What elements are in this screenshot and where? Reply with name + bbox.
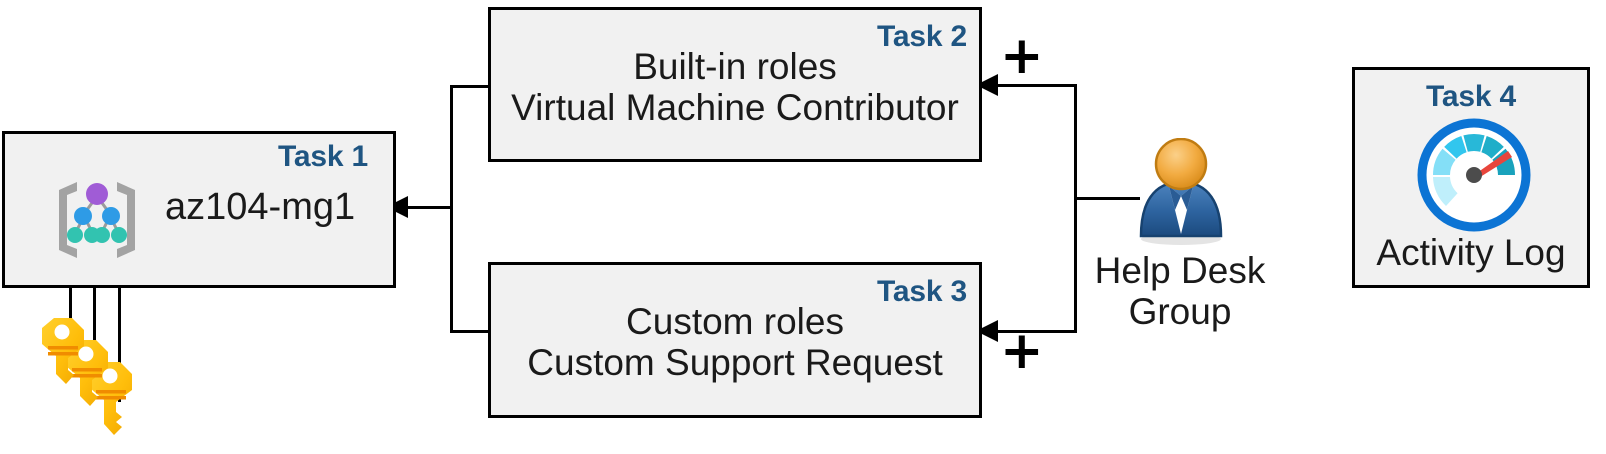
task-4-label: Activity Log [1376,232,1566,273]
task-1-label: az104-mg1 [165,186,356,228]
help-desk-group-label: Help Desk Group [1080,250,1280,333]
task-2-tag: Task 2 [877,20,967,53]
connector-helpdesk-to-bus [1074,197,1140,200]
task-4-box[interactable]: Task 4 Activity Log [1352,67,1590,288]
task-4-tag: Task 4 [1426,80,1516,113]
help-desk-line-1: Help Desk [1094,250,1266,291]
connector-task3-to-bus [450,330,490,333]
plus-sign-top: + [1000,26,1044,86]
connector-bus-to-task1 [399,206,453,209]
task-2-line-1: Built-in roles [633,46,837,87]
keys-icon [36,314,152,449]
connector-key-3-to-mg [118,262,121,402]
plus-sign-bottom: + [1000,321,1044,381]
task-3-text-block: Custom roles Custom Support Request [491,301,979,384]
management-group-icon [51,176,143,264]
connector-key-2-to-mg [93,248,96,378]
task-3-tag: Task 3 [877,275,967,308]
task-1-box[interactable]: Task 1 [2,131,396,288]
help-desk-line-2: Group [1128,291,1232,333]
task-3-line-2: Custom Support Request [527,342,943,384]
task-2-box[interactable]: Task 2 Built-in roles Virtual Machine Co… [488,7,982,162]
user-group-icon [1131,137,1231,246]
task-3-box[interactable]: Task 3 Custom roles Custom Support Reque… [488,262,982,418]
connector-left-vertical-bus [450,85,453,333]
connector-bus-to-task2 [985,84,1077,87]
task-2-line-2: Virtual Machine Contributor [511,87,959,129]
connector-key-1-to-mg [69,248,72,354]
task-2-text-block: Built-in roles Virtual Machine Contribut… [491,46,979,129]
task-3-line-1: Custom roles [626,301,844,342]
connector-bus-to-task3 [985,330,1077,333]
activity-log-gauge-icon [1417,118,1531,232]
connector-task2-to-bus [450,85,490,88]
connector-right-vertical-bus [1074,84,1077,333]
task-1-tag: Task 1 [278,140,368,173]
